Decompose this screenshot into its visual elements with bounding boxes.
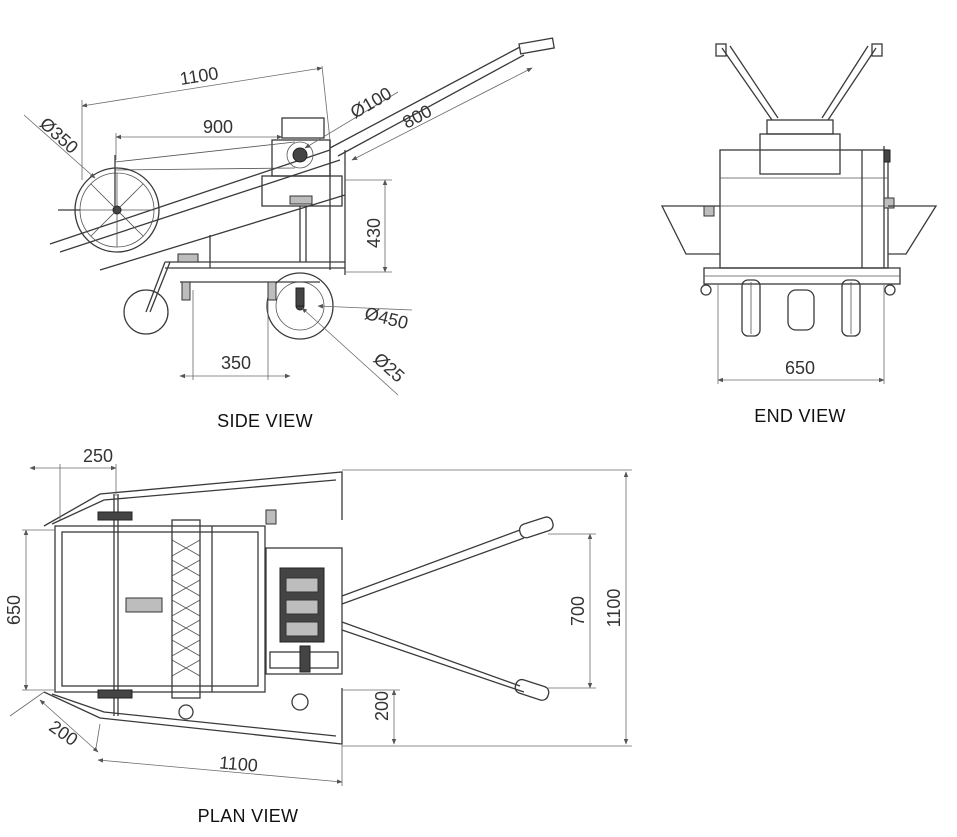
side-view-dimensions: 1100 900 Ø100 800 Ø350 430 Ø450: [23, 63, 533, 396]
side-dim-350: 350: [221, 353, 251, 373]
end-view: 650 END VIEW: [660, 43, 938, 426]
side-view-title: SIDE VIEW: [217, 411, 313, 431]
end-view-dimensions: 650: [717, 285, 885, 384]
side-dim-430: 430: [364, 218, 384, 248]
plan-dim-200-vertical: 200: [372, 691, 392, 721]
end-view-title: END VIEW: [754, 406, 845, 426]
end-dim-650: 650: [785, 358, 815, 378]
side-dim-900: 900: [203, 117, 233, 137]
plan-view-title: PLAN VIEW: [198, 806, 299, 826]
plan-spike-roller: [171, 539, 201, 677]
side-dim-phi350: Ø350: [36, 113, 82, 157]
plan-dim-200-corner: 200: [45, 716, 81, 750]
side-view-geometry: [49, 37, 555, 340]
plan-dim-1100-right: 1100: [604, 589, 624, 628]
plan-view-geometry: [43, 471, 554, 745]
plan-dim-650: 650: [4, 595, 24, 625]
plan-dim-1100-bottom: 1100: [218, 752, 258, 775]
plan-view: 250 650 700 1100 200 200: [4, 446, 632, 826]
end-view-geometry: [660, 43, 938, 337]
side-dim-phi450: Ø450: [363, 303, 411, 333]
side-view: 1100 900 Ø100 800 Ø350 430 Ø450: [23, 37, 555, 431]
plan-dim-250: 250: [83, 446, 113, 466]
side-dim-phi25: Ø25: [370, 349, 409, 387]
plan-dim-700: 700: [568, 596, 588, 626]
